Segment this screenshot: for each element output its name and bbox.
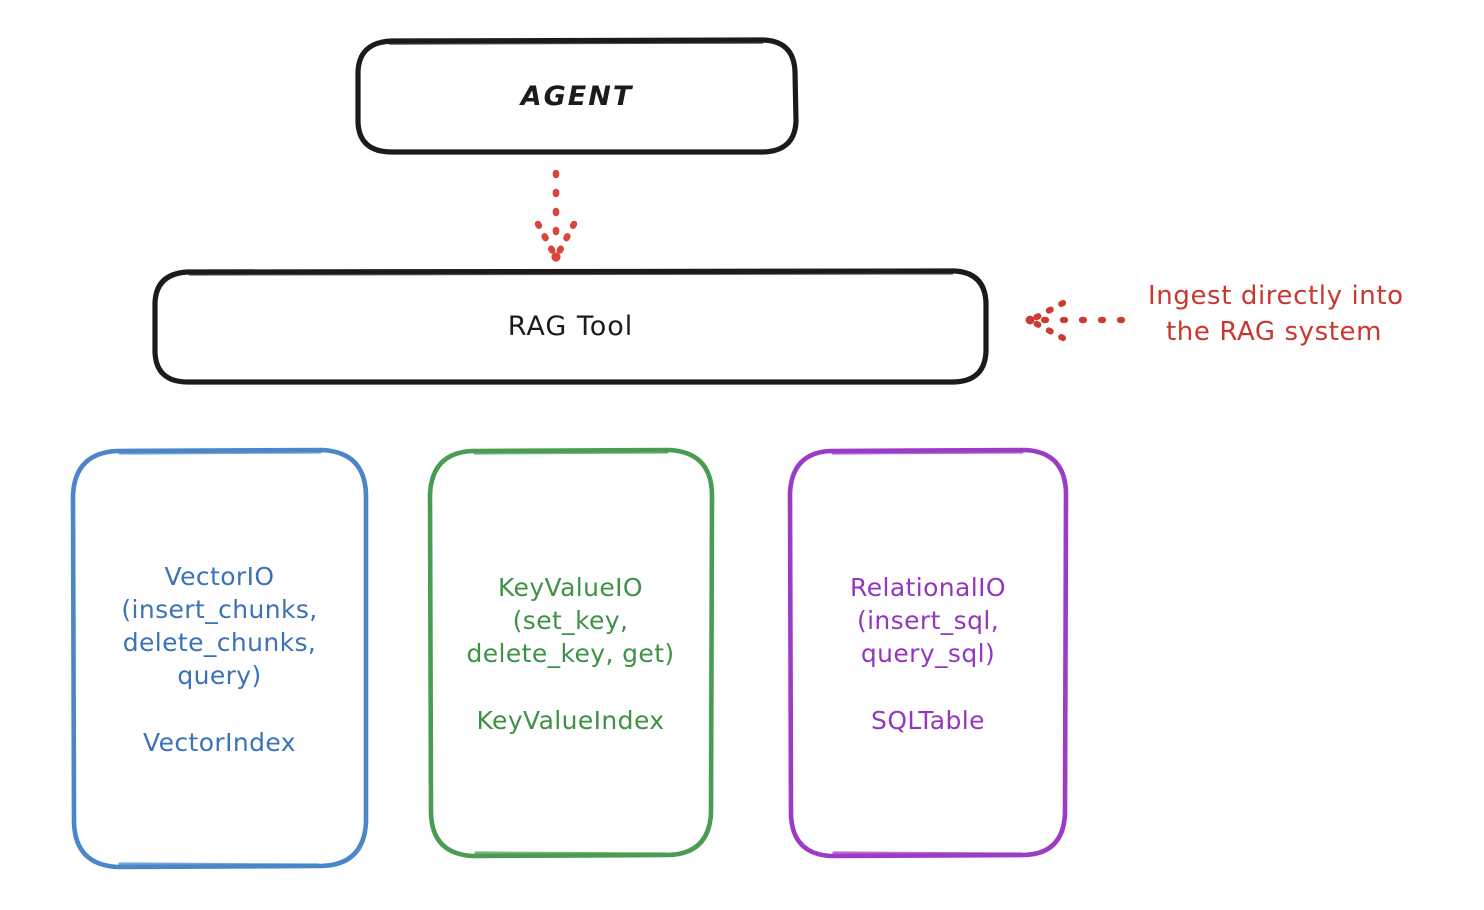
- agent-box-outline-overdraw: [388, 40, 764, 45]
- ingest-arrow-connector: [1025, 299, 1126, 342]
- vector-io-box-outline-overdraw: [118, 450, 322, 867]
- key-value-index-label: KeyValueIndex: [476, 706, 665, 735]
- relational-io-box-outline: [787, 447, 1069, 859]
- key-value-io-box-outline: [427, 447, 715, 859]
- agent-label: AGENT: [520, 80, 634, 112]
- vector-io-box-outline: [70, 447, 369, 870]
- ingest-annotation-line-1: Ingest directly into: [1148, 281, 1404, 311]
- agent-to-rag-tool-connector: [534, 169, 578, 262]
- key-value-io-api-label: KeyValueIO (set_key, delete_key, get): [466, 573, 675, 668]
- rag-tool-box-outline: [152, 268, 989, 385]
- vector-io-api-label: VectorIO (insert_chunks, delete_chunks, …: [121, 562, 318, 690]
- key-value-io-box-outline-overdraw: [473, 450, 669, 856]
- agent-box-outline: [355, 37, 799, 155]
- relational-io-api-label: RelationalIO (insert_sql, query_sql): [850, 573, 1006, 668]
- rag-tool-node[interactable]: RAG Tool: [155, 271, 986, 382]
- sql-table-label: SQLTable: [871, 706, 985, 735]
- relational-io-node[interactable]: RelationalIO (insert_sql, query_sql) SQL…: [790, 450, 1066, 856]
- ingest-annotation-line-2: the RAG system: [1166, 317, 1383, 348]
- rag-tool-box-outline-overdraw: [188, 271, 954, 276]
- vector-io-node[interactable]: VectorIO (insert_chunks, delete_chunks, …: [73, 450, 366, 867]
- agent-node[interactable]: AGENT: [358, 40, 796, 153]
- relational-io-box-outline-overdraw: [831, 450, 1024, 856]
- vector-index-label: VectorIndex: [143, 728, 296, 757]
- rag-tool-label: RAG Tool: [507, 310, 634, 342]
- ingest-annotation: Ingest directly into the RAG system: [1148, 278, 1478, 351]
- key-value-io-node[interactable]: KeyValueIO (set_key, delete_key, get) Ke…: [430, 450, 711, 856]
